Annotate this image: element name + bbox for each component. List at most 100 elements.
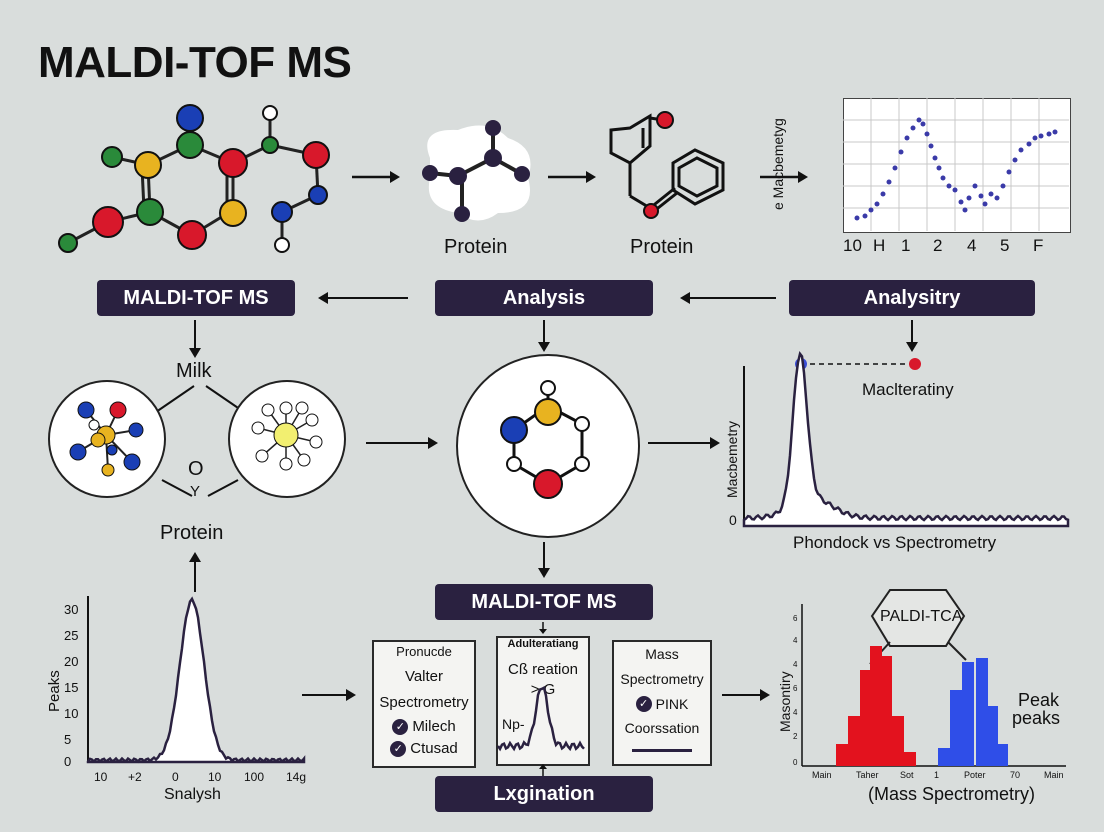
check-row: ✓ Milech bbox=[374, 718, 474, 736]
bubble-shape bbox=[869, 589, 967, 665]
y-tick: 6 bbox=[793, 684, 798, 693]
pill-analysitry: Analysitry bbox=[789, 280, 1035, 316]
y-tick: 0 bbox=[64, 754, 72, 769]
y-tick: 10 bbox=[64, 706, 79, 721]
info-box-1: Pronucde Valter Spectrometry ✓ Milech ✓ … bbox=[372, 640, 476, 768]
protein-label: Protein bbox=[160, 522, 224, 544]
branch-lines bbox=[161, 479, 239, 497]
arrow-right-icon bbox=[352, 171, 400, 183]
left-peak-chart bbox=[86, 596, 306, 764]
y-tick: 20 bbox=[64, 654, 79, 669]
chart-grid bbox=[843, 98, 1069, 231]
box-line: Cß reation bbox=[507, 661, 579, 679]
hist-ylabel: Masontiry bbox=[777, 671, 793, 732]
info-box-3: Mass Spectrometry ✓ PINK Coorssation bbox=[612, 640, 712, 766]
small-arrow-up-icon bbox=[539, 764, 547, 776]
left-chart-yticks: 30 25 20 15 10 5 0 bbox=[64, 600, 86, 770]
x-tick: 70 bbox=[1010, 770, 1021, 780]
y-tick: 5 bbox=[64, 732, 72, 747]
check-label: Ctusad bbox=[410, 739, 458, 757]
x-tick: 1 bbox=[901, 236, 911, 255]
star-molecule-icon bbox=[251, 401, 323, 471]
arrow-right-icon bbox=[366, 437, 438, 449]
check-row: ✓ PINK bbox=[614, 696, 710, 713]
x-tick: H bbox=[873, 236, 886, 255]
y-tick: 4 bbox=[793, 636, 798, 645]
box-line: Pronucde bbox=[396, 644, 452, 659]
box-line: Valter bbox=[404, 667, 444, 685]
check-label: Milech bbox=[412, 717, 456, 735]
y-tick: 4 bbox=[793, 660, 798, 669]
check-circle-icon: ✓ bbox=[390, 740, 407, 757]
o-label: O bbox=[188, 458, 204, 480]
left-chart-xticks: 10 +2 0 10 100 14g bbox=[92, 770, 312, 788]
x-tick: 10 bbox=[94, 770, 108, 784]
x-tick: Main bbox=[812, 770, 832, 780]
arrow-right-icon bbox=[760, 171, 808, 183]
check-circle-icon: ✓ bbox=[392, 718, 409, 735]
small-arrow-down-icon bbox=[539, 622, 547, 634]
chart-x-ticks: 10 H 1 2 4 5 F bbox=[843, 236, 1069, 258]
arrow-down-icon bbox=[906, 320, 918, 352]
left-chart-ylabel: Peaks bbox=[46, 670, 63, 712]
underline-bar bbox=[632, 749, 692, 753]
y-tick: 6 bbox=[793, 614, 798, 623]
y-tick: 30 bbox=[64, 602, 79, 617]
arrow-left-icon bbox=[680, 292, 776, 304]
hexagon-molecule-icon bbox=[500, 380, 590, 499]
spectrum-chart bbox=[742, 350, 1070, 528]
x-tick: +2 bbox=[128, 770, 142, 784]
arrow-right-icon bbox=[548, 171, 596, 183]
x-tick: 14g bbox=[286, 770, 307, 784]
x-tick: Taher bbox=[856, 770, 879, 780]
y-tick: 4 bbox=[793, 708, 798, 717]
page-title: MALDI-TOF MS bbox=[38, 38, 352, 87]
pill-maldi-left: MALDI-TOF MS bbox=[97, 280, 295, 316]
milk-label: Milk bbox=[176, 360, 212, 382]
x-tick: 100 bbox=[244, 770, 265, 784]
x-tick: F bbox=[1033, 236, 1044, 255]
spectrum-caption: Phondock vs Spectrometry bbox=[793, 533, 997, 552]
left-chart-xlabel: Snalysh bbox=[164, 786, 221, 803]
x-tick: 10 bbox=[843, 236, 862, 255]
box2-peak-chart bbox=[496, 685, 585, 752]
box-line: Mass bbox=[645, 646, 679, 662]
pill-lxgination: Lxgination bbox=[435, 776, 653, 812]
x-tick: 4 bbox=[967, 236, 977, 255]
box-line: > G bbox=[530, 681, 556, 699]
arrow-down-icon bbox=[189, 320, 201, 358]
x-tick: 2 bbox=[933, 236, 943, 255]
arrow-right-icon bbox=[302, 689, 356, 701]
spectrum-y-label: Macbemetry bbox=[724, 420, 740, 498]
arrow-down-icon bbox=[538, 320, 550, 352]
protein-label: Protein bbox=[444, 236, 508, 258]
molecule-structure-icon bbox=[58, 104, 330, 253]
peak-label: Peak bbox=[1018, 690, 1060, 710]
hist-yticks: 6 4 4 6 4 2 0 bbox=[793, 612, 803, 772]
pill-analysis: Analysis bbox=[435, 280, 653, 316]
x-tick: 0 bbox=[172, 770, 179, 784]
hist-caption: (Mass Spectrometry) bbox=[868, 784, 1036, 804]
arrow-down-icon bbox=[538, 542, 550, 578]
box-line: Spectrometry bbox=[620, 670, 704, 687]
box-line: Adulteratiang bbox=[507, 638, 579, 650]
check-label: PINK bbox=[655, 695, 689, 712]
pill-maldi-mid: MALDI-TOF MS bbox=[435, 584, 653, 620]
peaks-label: peaks bbox=[1012, 708, 1061, 728]
check-row: ✓ Ctusad bbox=[374, 740, 474, 758]
spectrum-zero: 0 bbox=[729, 512, 737, 528]
protein-molecule-icon bbox=[422, 120, 531, 222]
bubble-label: PALDI-TCA bbox=[880, 608, 963, 625]
x-tick: Sot bbox=[900, 770, 914, 780]
y-tick: 2 bbox=[793, 732, 798, 741]
hist-xticks: Main Taher Sot 1 Poter 70 Main bbox=[812, 770, 1072, 784]
x-tick: Poter bbox=[964, 770, 986, 780]
check-circle-icon: ✓ bbox=[635, 695, 652, 712]
arrow-right-icon bbox=[722, 689, 770, 701]
box-line: Spectrometry bbox=[379, 693, 469, 711]
x-tick: 10 bbox=[208, 770, 222, 784]
y-tick: 0 bbox=[793, 758, 798, 767]
legend-label: Maclteratiny bbox=[862, 380, 954, 399]
benzene-molecule-icon bbox=[609, 111, 725, 219]
arrow-up-icon bbox=[189, 552, 201, 592]
